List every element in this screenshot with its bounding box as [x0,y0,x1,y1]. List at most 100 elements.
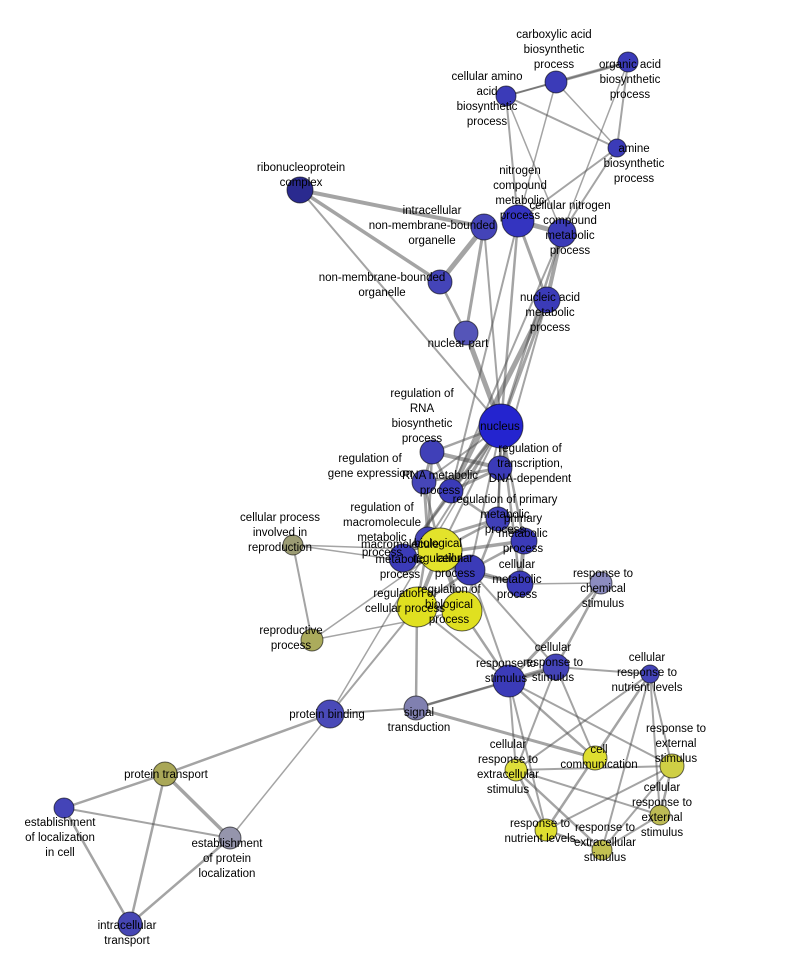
graph-edge [649,673,661,816]
graph-edge [163,772,232,840]
node-label-cell_amino: acid [476,86,497,98]
graph-node-cell_amino[interactable] [495,85,517,107]
node-label-carboxylic: biosynthetic [524,44,585,56]
graph-node-cell_nitrogen[interactable] [547,218,577,248]
graph-edge [505,95,519,222]
graph-edge [62,772,167,810]
graph-node-cell_resp_extra[interactable] [504,758,528,782]
graph-edge [229,713,331,839]
graph-edge [299,189,502,427]
graph-node-primary_met[interactable] [510,527,538,555]
node-label-intra_nmb: organelle [408,235,455,247]
graph-edge [298,188,486,229]
graph-node-est_prot_loc[interactable] [218,826,242,850]
graph-node-macromol_met[interactable] [388,543,418,573]
graph-edge [469,569,557,668]
node-label-carboxylic: process [534,59,575,71]
graph-node-nucleus[interactable] [478,403,524,449]
graph-edge [561,147,618,234]
graph-node-nuclear_part[interactable] [453,320,479,346]
graph-node-reg_transcr[interactable] [487,455,513,481]
graph-edge [62,806,132,926]
node-label-organic: biosynthetic [600,74,661,86]
graph-edge [507,679,597,760]
node-label-cell_amino: process [467,116,508,128]
graph-node-amine[interactable] [607,138,627,158]
graph-node-cell_resp_nutr[interactable] [640,664,660,684]
graph-edge [545,765,673,831]
graph-node-reg_cell[interactable] [396,586,438,628]
graph-node-repro[interactable] [300,628,324,652]
graph-edge [63,807,231,839]
graph-edge [163,712,332,776]
graph-node-intra_nmb[interactable] [470,213,498,241]
node-label-est_loc: establishment [25,817,97,829]
node-label-est_prot_loc: localization [199,868,256,880]
graph-node-resp_chem[interactable] [589,571,613,595]
graph-node-organic[interactable] [617,51,639,73]
graph-node-cell_resp_stim[interactable] [542,653,570,681]
graph-node-cell_resp_ext[interactable] [649,804,671,826]
node-label-nmb: organelle [358,287,405,299]
graph-node-resp_extra[interactable] [591,839,613,861]
graph-edge [507,581,603,683]
graph-node-rna_met[interactable] [438,478,464,504]
graph-edge [329,606,418,715]
graph-node-nucleic[interactable] [533,286,561,314]
node-label-resp_ext: external [656,738,697,750]
graph-edge [517,147,618,222]
graph-edge [554,581,603,669]
graph-edge [555,666,596,759]
graph-node-cellular_proc[interactable] [454,554,486,586]
graph-node-cellular_met[interactable] [506,570,534,598]
graph-node-reg_bio[interactable] [441,590,483,632]
graph-node-est_loc[interactable] [53,797,75,819]
graph-node-prot_bind[interactable] [315,699,345,729]
graph-node-reg_gene[interactable] [411,469,437,495]
node-label-carboxylic: carboxylic acid [516,29,591,41]
node-label-amine: biosynthetic [604,158,665,170]
graph-node-intra_transp[interactable] [117,911,143,937]
graph-node-prot_transp[interactable] [152,761,178,787]
graph-edge [601,673,651,851]
node-label-cell_amino: cellular amino [452,71,523,83]
graph-node-reg_rna[interactable] [419,439,445,465]
graph-node-carboxylic[interactable] [544,70,568,94]
graph-edge [515,666,557,771]
node-label-reg_macromol: regulation of [350,502,414,514]
graph-edge [426,450,434,542]
node-label-est_loc: in cell [45,847,74,859]
graph-edge [519,582,602,585]
node-label-sig_trans: transduction [388,722,451,734]
graph-node-ribo[interactable] [286,176,314,204]
node-label-reg_macromol: macromolecule [343,517,421,529]
node-label-reg_rna: biosynthetic [392,418,453,430]
node-label-cell_resp_ext: stimulus [641,827,683,839]
graph-node-resp_nutr[interactable] [534,818,558,842]
graph-edge [311,610,463,641]
graph-edge [508,680,673,767]
graph-node-resp_ext[interactable] [659,753,685,779]
graph-node-cell_comm[interactable] [582,745,608,771]
graph-node-sig_trans[interactable] [403,695,429,721]
graph-edge [515,769,661,816]
graph-edge [555,81,618,149]
graph-edge [415,666,557,709]
graph-edge [517,81,557,222]
graph-edge [499,424,522,586]
graph-node-nmb[interactable] [427,269,453,295]
graph-node-resp_stim[interactable] [492,664,526,698]
graph-node-cpr[interactable] [282,534,304,556]
graph-edge [469,569,510,682]
graph-edge [422,466,502,484]
graph-edge [427,425,502,541]
graph-node-nitrogen[interactable] [501,204,535,238]
graph-edge [128,772,167,926]
graph-edge [508,680,547,831]
node-label-reg_gene: regulation of [338,453,402,465]
graph-node-bio_reg[interactable] [417,527,463,573]
node-label-reg_rna: RNA [410,403,435,415]
graph-node-reg_primary[interactable] [485,506,511,532]
